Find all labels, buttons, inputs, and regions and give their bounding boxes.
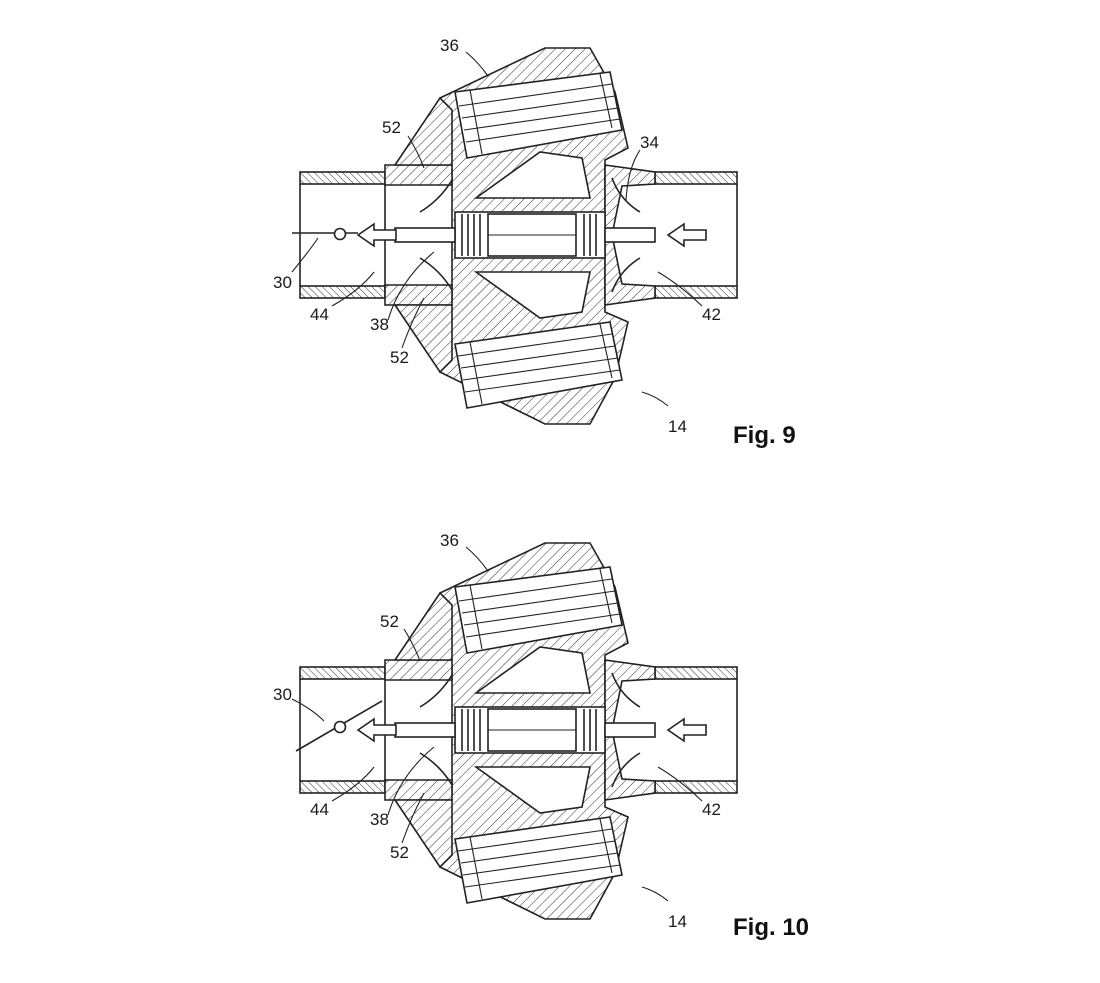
- throttle-valve: [292, 227, 358, 241]
- ref-52-top: 52: [382, 118, 401, 137]
- figure-caption: Fig. 10: [733, 914, 809, 941]
- ref-44: 44: [310, 305, 329, 324]
- throttle-valve: [295, 700, 383, 752]
- ref-52-bottom: 52: [390, 348, 409, 367]
- ref-14: 14: [668, 417, 687, 436]
- ref-30: 30: [273, 685, 292, 704]
- ref-34: 34: [640, 133, 659, 152]
- leader-lines: [291, 51, 703, 407]
- ref-38: 38: [370, 315, 389, 334]
- figure-10: 36 52 30 44 38 52 42 14 Fig. 10: [273, 531, 809, 941]
- ref-42: 42: [702, 800, 721, 819]
- ref-52-bottom: 52: [390, 843, 409, 862]
- ref-36: 36: [440, 36, 459, 55]
- ref-36: 36: [440, 531, 459, 550]
- figure-9: 36 52 34 30 44 38 52 42 14 Fig. 9: [273, 36, 796, 449]
- ref-30: 30: [273, 273, 292, 292]
- ref-42: 42: [702, 305, 721, 324]
- turbo-device-cross-section: [299, 542, 738, 920]
- ref-14: 14: [668, 912, 687, 931]
- ref-38: 38: [370, 810, 389, 829]
- ref-52-top: 52: [380, 612, 399, 631]
- leader-lines: [291, 546, 703, 902]
- turbo-device-cross-section: [299, 47, 738, 425]
- figure-caption: Fig. 9: [733, 422, 796, 449]
- ref-44: 44: [310, 800, 329, 819]
